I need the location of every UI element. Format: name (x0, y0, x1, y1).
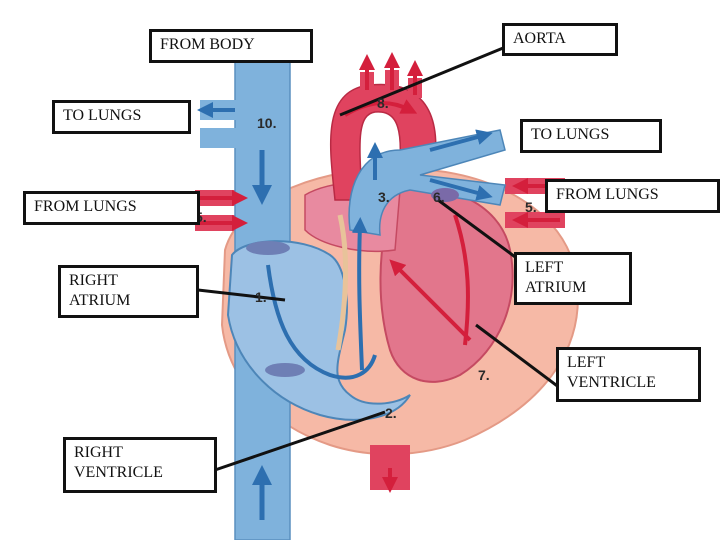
number-1: 1. (255, 289, 267, 305)
label-left-atrium-line2: ATRIUM (525, 279, 587, 296)
label-right-ventricle-line2: VENTRICLE (74, 464, 163, 481)
label-aorta-text: AORTA (513, 30, 566, 47)
number-7: 7. (478, 367, 490, 383)
left-heart-chambers (379, 186, 514, 383)
number-5-right: 5. (525, 199, 537, 215)
label-from-body: FROM BODY (149, 29, 313, 63)
pulmonary-artery (348, 129, 506, 236)
label-left-atrium: LEFT ATRIUM (514, 252, 632, 305)
label-right-atrium-line2: ATRIUM (69, 292, 131, 309)
label-left-ventricle-line1: LEFT (567, 354, 606, 371)
label-from-lungs-left-text: FROM LUNGS (34, 198, 137, 215)
label-left-atrium-line1: LEFT (525, 259, 564, 276)
label-left-ventricle-line2: VENTRICLE (567, 374, 656, 391)
number-3: 3. (378, 189, 390, 205)
number-10: 10. (257, 115, 276, 131)
label-from-lungs-left: FROM LUNGS (23, 191, 200, 225)
label-left-ventricle: LEFT VENTRICLE (556, 347, 701, 402)
number-2: 2. (385, 405, 397, 421)
number-5-left: 5. (195, 209, 207, 225)
number-6: 6. (433, 189, 445, 205)
label-aorta: AORTA (502, 23, 618, 56)
label-right-ventricle-line1: RIGHT (74, 444, 123, 461)
label-to-lungs-right: TO LUNGS (520, 119, 662, 153)
label-from-lungs-right: FROM LUNGS (545, 179, 720, 213)
number-8: 8. (377, 95, 389, 111)
label-to-lungs-left-text: TO LUNGS (63, 107, 142, 124)
label-to-lungs-right-text: TO LUNGS (531, 126, 610, 143)
label-right-ventricle: RIGHT VENTRICLE (63, 437, 217, 493)
label-right-atrium: RIGHT ATRIUM (58, 265, 199, 318)
label-from-lungs-right-text: FROM LUNGS (556, 186, 659, 203)
label-to-lungs-left: TO LUNGS (52, 100, 191, 134)
leader-lines (197, 44, 561, 472)
label-right-atrium-line1: RIGHT (69, 272, 118, 289)
label-from-body-text: FROM BODY (160, 36, 255, 53)
